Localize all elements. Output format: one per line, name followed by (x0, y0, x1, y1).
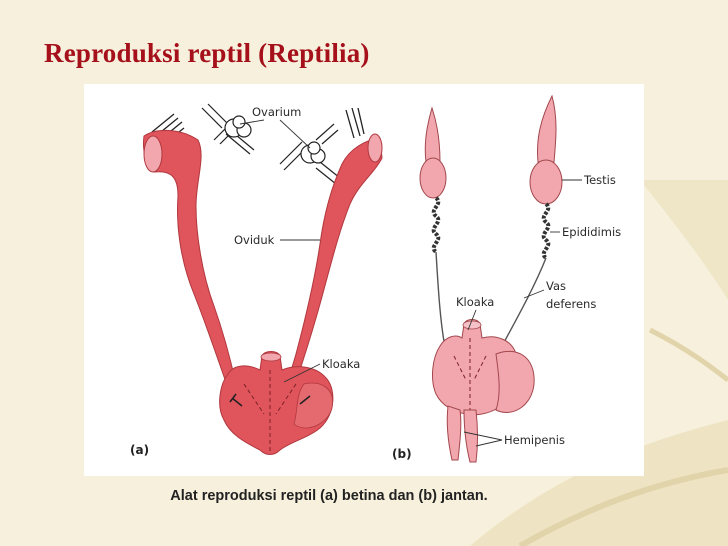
cloaca-female-dashed (243, 370, 297, 452)
label-hemipenis: Hemipenis (504, 433, 565, 447)
testis-left (419, 157, 447, 199)
cloaca-male-dashed (453, 338, 487, 414)
epididymis-right (541, 202, 551, 260)
leader-kloaka-male (467, 309, 477, 331)
ovary-right-outer (345, 107, 365, 139)
hemipenis-left (446, 405, 462, 461)
label-epididimis: Epididimis (562, 225, 621, 239)
cloaca-male-top (462, 320, 482, 330)
cloaca-female-lobe (293, 382, 334, 429)
reproductive-diagram: Ovarium Oviduk Kloaka (a) (84, 84, 644, 476)
cloaca-female (219, 351, 334, 455)
cloaca-male-lobe (495, 350, 535, 413)
slide-title: Reproduksi reptil (Reptilia) (44, 38, 370, 68)
leader-ovarium-right (279, 119, 311, 149)
label-testis: Testis (583, 173, 616, 187)
leader-hemipenis-right (475, 439, 503, 447)
leader-ovarium-left (239, 119, 265, 125)
female-diagram: Ovarium Oviduk Kloaka (a) (130, 103, 383, 457)
oviduct-right (285, 137, 383, 389)
oviduct-left-opening (143, 135, 163, 173)
hemipenis-right (463, 409, 478, 463)
testis-right-horn (537, 94, 557, 163)
oviduct-right-opening (367, 133, 383, 163)
male-diagram: Testis Epididimis Vas deferens Kloaka He… (392, 94, 621, 463)
label-oviduk: Oviduk (234, 233, 275, 247)
epididymis-left (431, 196, 441, 254)
testis-left-horn (424, 106, 441, 163)
leader-hemipenis-left (463, 431, 503, 441)
label-ovarium: Ovarium (252, 105, 301, 119)
panel-b-tag: (b) (392, 447, 412, 461)
ovary-left (201, 103, 255, 155)
ovary-right (279, 123, 341, 185)
panel-a-tag: (a) (130, 443, 149, 457)
oviduct-entry-marks (229, 393, 311, 407)
testis-right (529, 159, 563, 205)
cloaca-female-top (260, 352, 282, 362)
figure-caption: Alat reproduksi reptil (a) betina dan (b… (170, 488, 488, 504)
label-kloaka-female: Kloaka (322, 357, 360, 371)
label-kloaka-male: Kloaka (456, 295, 494, 309)
label-deferens: deferens (546, 297, 596, 311)
leader-kloaka-female (283, 363, 321, 383)
label-vas: Vas (546, 279, 566, 293)
leader-vas-deferens (523, 289, 545, 299)
